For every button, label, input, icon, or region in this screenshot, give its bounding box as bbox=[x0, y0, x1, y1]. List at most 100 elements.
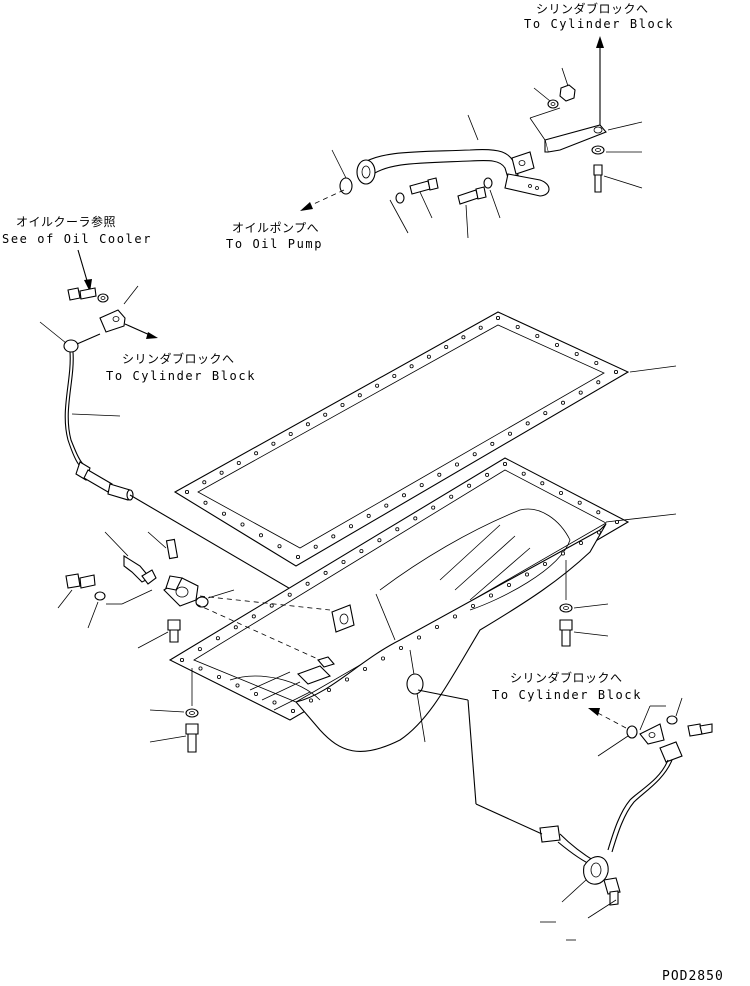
bolt-hole bbox=[437, 472, 442, 477]
o-ring-oil-pump bbox=[331, 149, 353, 195]
bolt-hole bbox=[258, 533, 263, 538]
level-switch bbox=[540, 856, 621, 941]
bolt-hole bbox=[323, 412, 328, 417]
bolt-hole bbox=[203, 500, 208, 505]
bolt-hole bbox=[323, 570, 328, 575]
bolt-hole bbox=[502, 461, 507, 466]
bolt-hole bbox=[236, 460, 241, 465]
bolt-hole bbox=[515, 324, 520, 329]
bolt-hole bbox=[295, 555, 300, 560]
bolt-hole bbox=[377, 538, 382, 543]
bolt-hole bbox=[454, 462, 459, 467]
bolt-hole bbox=[461, 335, 466, 340]
top-right-label-jp: シリンダブロックへ bbox=[536, 2, 649, 16]
oil-cooler-label-jp: オイルクーラ参照 bbox=[16, 215, 117, 229]
bolt-hole bbox=[366, 513, 371, 518]
bolt-hole bbox=[326, 688, 331, 693]
bolt-hole bbox=[596, 510, 601, 515]
washer-right bbox=[591, 121, 643, 155]
bolt-hole bbox=[434, 625, 439, 630]
bolt-hole bbox=[375, 383, 380, 388]
bolt-hole bbox=[490, 441, 495, 446]
top-right-arrow bbox=[596, 36, 604, 128]
oil-level-sensor bbox=[75, 461, 341, 619]
bolt-hole bbox=[452, 614, 457, 619]
bolt-hole bbox=[597, 530, 602, 535]
bolt-hole bbox=[488, 593, 493, 598]
tube-pipe bbox=[356, 114, 550, 197]
bolt-hole bbox=[240, 522, 245, 527]
bolt-hole bbox=[507, 431, 512, 436]
bolt-hole bbox=[409, 364, 414, 369]
drain-plug bbox=[104, 531, 157, 585]
drawing-code: POD2850 bbox=[662, 969, 724, 984]
bolt-hole bbox=[392, 373, 397, 378]
gasket-pan-holes bbox=[179, 315, 620, 714]
bolt-hole bbox=[596, 380, 601, 385]
bolt-hole bbox=[305, 581, 310, 586]
sensor-cable bbox=[39, 321, 121, 467]
bolt-hole bbox=[395, 527, 400, 532]
bottom-right-label-en: To Cylinder Block bbox=[492, 688, 643, 702]
nut-top bbox=[559, 67, 576, 102]
bolt-hole bbox=[288, 431, 293, 436]
bolt-hole bbox=[559, 490, 564, 495]
bolt-hole bbox=[271, 441, 276, 446]
bolt-hole bbox=[555, 342, 560, 347]
bolt-hole bbox=[341, 560, 346, 565]
bolt-hole bbox=[472, 452, 477, 457]
bolt-hole bbox=[525, 572, 530, 577]
clip-bracket bbox=[99, 285, 158, 339]
bolt-hole bbox=[506, 583, 511, 588]
bolt-hole bbox=[543, 411, 548, 416]
bolt-hole bbox=[380, 656, 385, 661]
bracket-plate bbox=[529, 107, 607, 153]
bolt-hole bbox=[416, 635, 421, 640]
oil-cooler-label-en: See of Oil Cooler bbox=[2, 232, 153, 246]
oil-pump-label-jp: オイルポンプへ bbox=[232, 221, 320, 235]
bolt-hole bbox=[578, 390, 583, 395]
bolt-hole bbox=[577, 500, 582, 505]
bolt-hole bbox=[305, 422, 310, 427]
bolt-tube-right bbox=[457, 177, 501, 239]
bolt-hole bbox=[198, 666, 203, 671]
bolt-hole bbox=[543, 562, 548, 567]
bolt-hole bbox=[340, 402, 345, 407]
connector bbox=[607, 741, 683, 853]
pan-bolt-right bbox=[559, 560, 609, 647]
bolt-hole bbox=[197, 647, 202, 652]
bolt-hole bbox=[449, 494, 454, 499]
bolt-hole bbox=[535, 333, 540, 338]
bolt-hole bbox=[561, 400, 566, 405]
washer-top bbox=[533, 87, 559, 109]
bolt-hole bbox=[290, 709, 295, 714]
pan-bolt-left bbox=[149, 668, 199, 753]
bolt-hole bbox=[253, 692, 258, 697]
bolt-hole bbox=[594, 360, 599, 365]
bolt-hole bbox=[362, 667, 367, 672]
mid-left-label-jp: シリンダブロックへ bbox=[122, 352, 235, 366]
gasket bbox=[173, 311, 677, 567]
bolt-hole bbox=[344, 677, 349, 682]
elbow-fitting bbox=[163, 575, 331, 661]
bolt-tube-left bbox=[389, 177, 439, 234]
bolt-hole bbox=[614, 369, 619, 374]
bolt-hole bbox=[251, 614, 256, 619]
bolt-hole bbox=[384, 503, 389, 508]
bolt-hole bbox=[431, 505, 436, 510]
oil-pump-label-en: To Oil Pump bbox=[226, 237, 324, 251]
bottom-right-arrow bbox=[588, 708, 627, 729]
bolt-hole bbox=[470, 604, 475, 609]
top-right-label-en: To Cylinder Block bbox=[524, 17, 675, 31]
bolt-hole bbox=[401, 493, 406, 498]
bolt-hole bbox=[521, 471, 526, 476]
bolt-hole bbox=[615, 520, 620, 525]
bolt-hole bbox=[254, 451, 259, 456]
bolt-hole bbox=[184, 489, 189, 494]
bolt-hole bbox=[444, 344, 449, 349]
bolt-hole bbox=[540, 481, 545, 486]
bolt-oil-cooler bbox=[67, 287, 109, 303]
bolt-hole bbox=[525, 421, 530, 426]
